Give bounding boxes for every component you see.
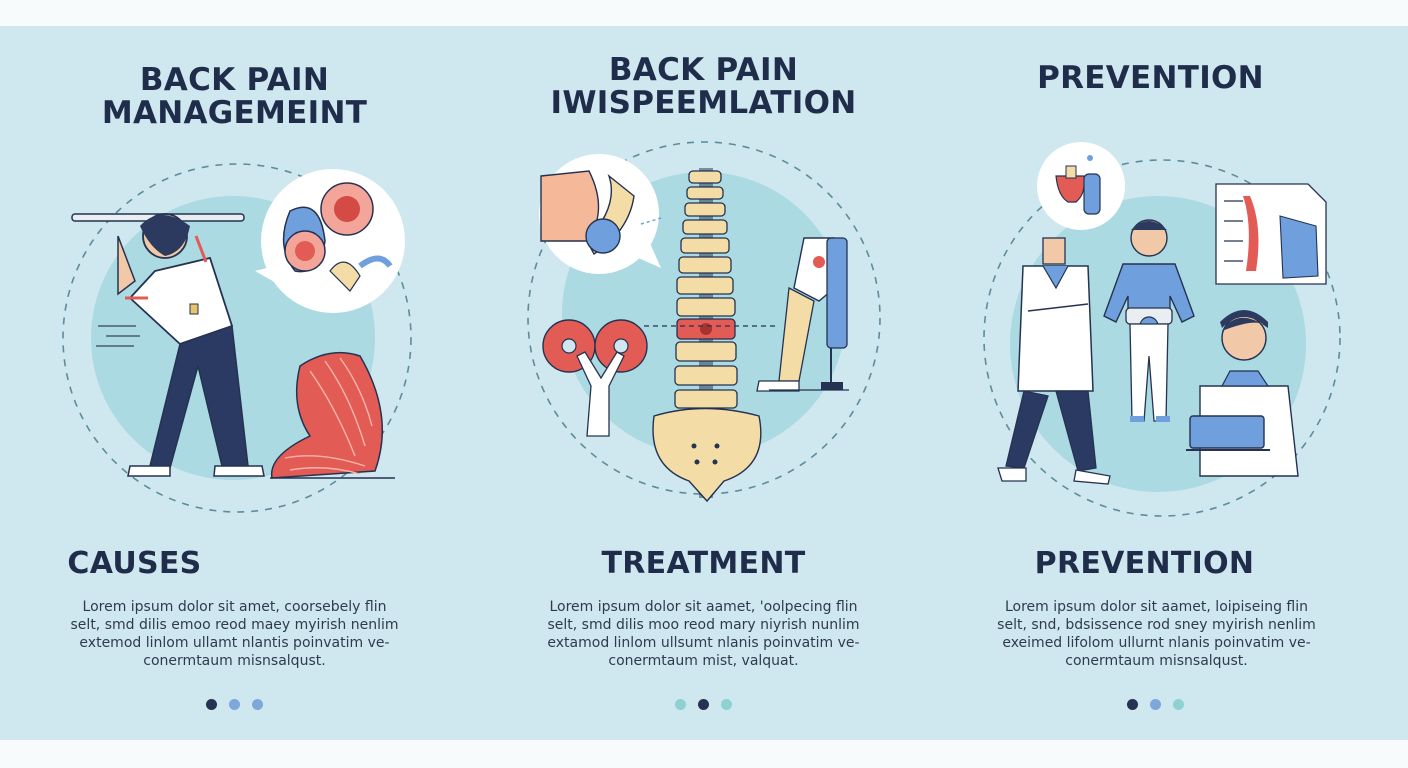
body-line: exeimed lifolom ullurnt nlanis poinvatim…: [1002, 635, 1311, 651]
body-line: extamod linlom ullsumt nlanis poinvatim …: [547, 635, 860, 651]
pagination-dots: [469, 699, 938, 710]
section-body-prevention: Lorem ipsum dolor sit aamet, loipiseing …: [922, 598, 1391, 670]
section-body-treatment: Lorem ipsum dolor sit aamet, 'oolpecing …: [469, 598, 938, 670]
panel-title-line-2: MANAGEMEINT: [101, 95, 368, 131]
dashed-orbit: [527, 141, 881, 495]
pagination-dot[interactable]: [1150, 699, 1161, 710]
spine-illustration: [644, 168, 779, 503]
panel-title: BACK PAIN MANAGEMEINT: [0, 64, 469, 130]
pagination-dots: [921, 699, 1390, 710]
zoom-bubble-discs: [255, 169, 405, 313]
therapy-balls: [542, 319, 648, 437]
pagination-dot[interactable]: [252, 699, 263, 710]
body-line: selt, smd dilis emoo reod maey myirish n…: [70, 617, 399, 633]
prevention-illustration: [983, 142, 1341, 517]
section-title-treatment: TREATMENT: [601, 546, 806, 581]
panel-title-line-2: IWISPEEMLATION: [550, 85, 857, 121]
body-line: Lorem ipsum dolor sit aamet, 'oolpecing …: [549, 599, 858, 615]
dashed-orbit: [983, 159, 1341, 517]
muscle-illustration: [270, 351, 395, 479]
patient-with-brace: [1103, 219, 1195, 422]
panel-treatment: BACK PAIN IWISPEEMLATION: [469, 26, 938, 740]
panel-title: PREVENTION: [916, 62, 1385, 95]
body-line: conermtaum misnsalqust.: [1065, 653, 1248, 669]
pagination-dot[interactable]: [1173, 699, 1184, 710]
section-title-causes: CAUSES: [67, 546, 202, 581]
pagination-dots: [0, 699, 469, 710]
body-line: selt, snd, bdsissence rod sney myirish n…: [997, 617, 1316, 633]
pagination-dot[interactable]: [229, 699, 240, 710]
body-line: selt, smd dilis moo reod mary niyrish nu…: [547, 617, 860, 633]
pagination-dot[interactable]: [206, 699, 217, 710]
section-body-causes: Lorem ipsum dolor sit amet, coorsebely f…: [0, 598, 469, 670]
hip-joint-bubble: [539, 154, 662, 274]
body-line: conermtaum misnsalqust.: [143, 653, 326, 669]
section-title-prevention: PREVENTION: [1034, 546, 1255, 581]
treatment-illustration: [527, 141, 881, 503]
doctor-with-laptop: [1186, 310, 1299, 477]
pagination-dot[interactable]: [698, 699, 709, 710]
leg-brace-illustration: [756, 237, 849, 392]
panel-title-line-1: BACK PAIN: [139, 62, 330, 98]
pagination-dot[interactable]: [1127, 699, 1138, 710]
panel-causes: BACK PAIN MANAGEMEINT: [0, 26, 469, 740]
panel-title-line-1: BACK PAIN: [608, 52, 799, 88]
panel-prevention: PREVENTION: [938, 26, 1407, 740]
body-line: extemod linlom ullamt nlantis poinvatim …: [79, 635, 390, 651]
causes-illustration: [62, 163, 412, 513]
body-line: Lorem ipsum dolor sit amet, coorsebely f…: [82, 599, 387, 615]
body-line: conermtaum mist, valquat.: [608, 653, 799, 669]
equipment-bubble: [1037, 142, 1125, 230]
panel-title-line-1: PREVENTION: [1037, 60, 1264, 96]
doctor-figure: [997, 237, 1111, 485]
dashed-orbit: [62, 163, 412, 513]
person-bending-figure: [117, 213, 265, 477]
xray-document: [1215, 183, 1327, 285]
infographic-frame: BACK PAIN MANAGEMEINT: [0, 26, 1408, 740]
pagination-dot[interactable]: [721, 699, 732, 710]
motion-lines: [96, 325, 140, 347]
body-line: Lorem ipsum dolor sit aamet, loipiseing …: [1004, 599, 1309, 615]
panel-title: BACK PAIN IWISPEEMLATION: [469, 54, 938, 120]
pagination-dot[interactable]: [675, 699, 686, 710]
